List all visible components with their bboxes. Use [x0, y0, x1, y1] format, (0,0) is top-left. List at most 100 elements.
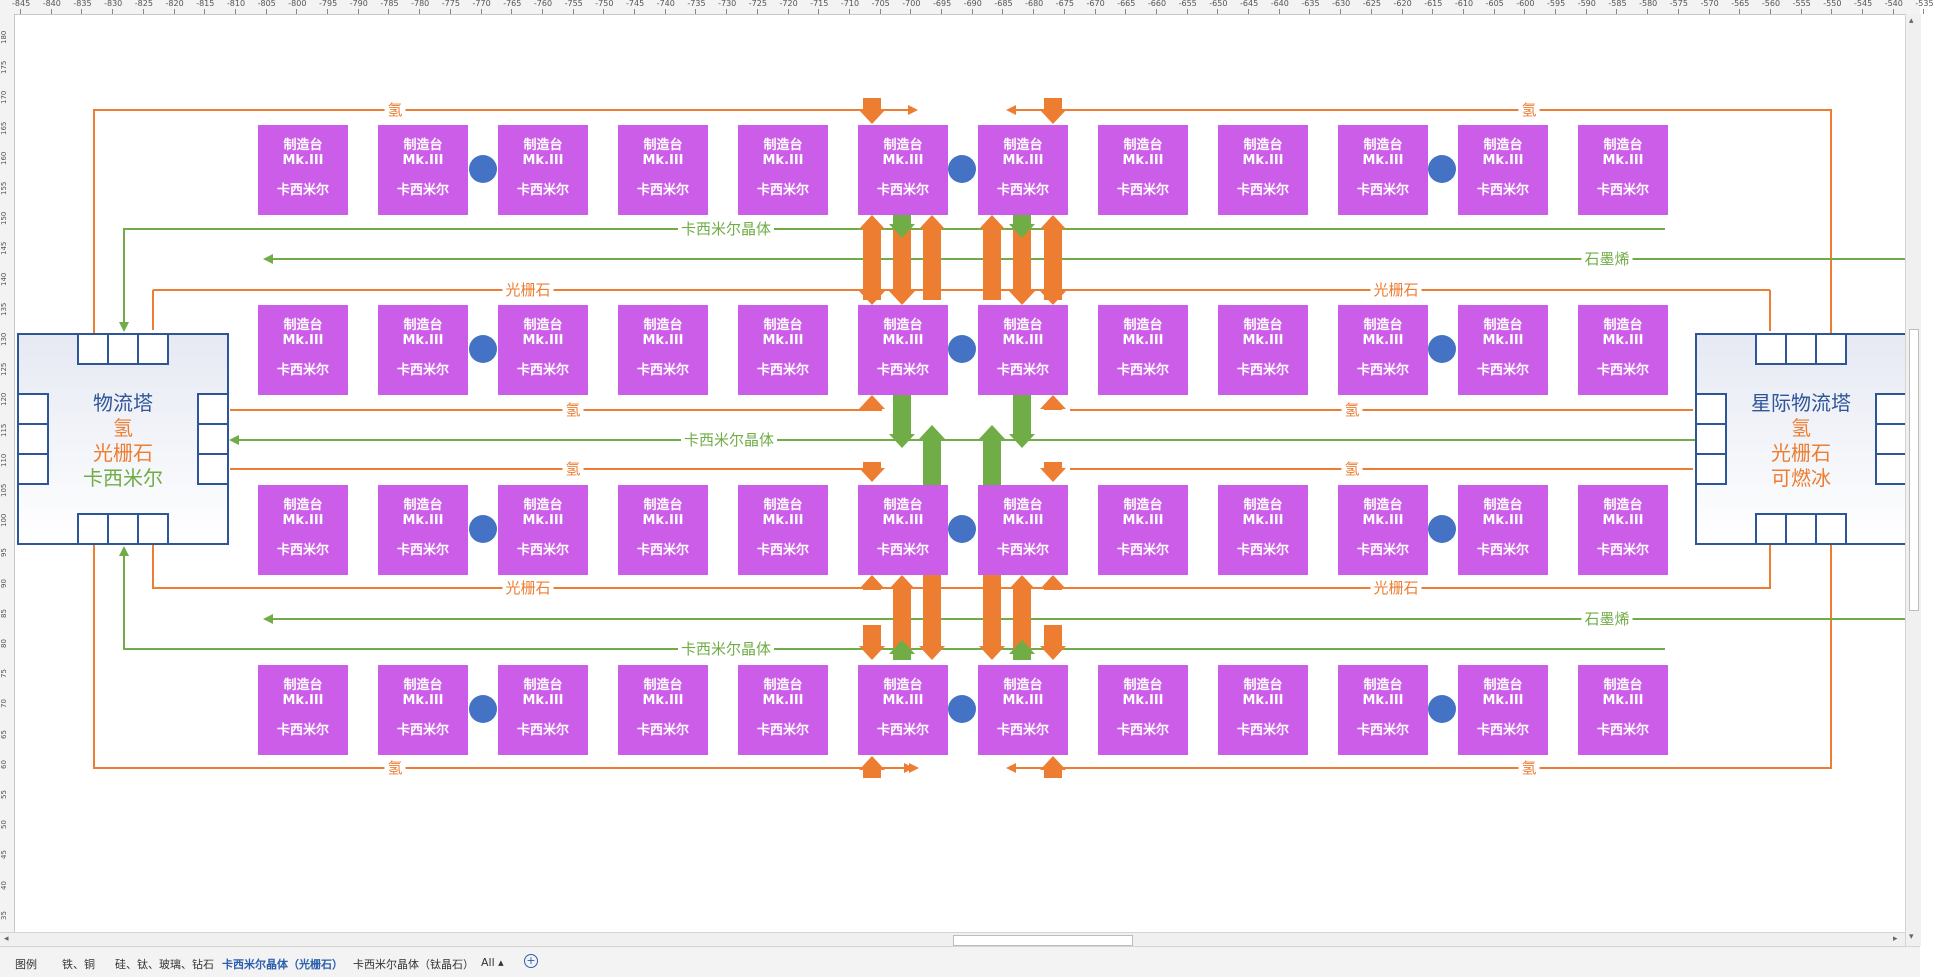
top-ruler-label: -605: [1485, 0, 1504, 8]
label-graphene-top: 石墨烯: [1584, 250, 1629, 268]
machine-tier: Mk.III: [1482, 153, 1523, 168]
top-ruler-label: -570: [1700, 0, 1719, 8]
machine-tier: Mk.III: [1482, 513, 1523, 528]
left-ruler-label: 145: [0, 242, 8, 256]
tab-iron-copper[interactable]: 铁、铜: [62, 958, 95, 971]
grating-up-a: [859, 215, 885, 300]
top-ruler-label: -760: [533, 0, 553, 8]
machine-tier: Mk.III: [522, 693, 563, 708]
top-ruler-label: -720: [779, 0, 798, 8]
tab-legend[interactable]: 图例: [15, 958, 37, 971]
machine-tier: Mk.III: [762, 333, 803, 348]
casimir-up-mid-a: [919, 425, 945, 485]
tab-all[interactable]: All ▴: [481, 956, 504, 969]
tab-casimir-titanium[interactable]: 卡西米尔晶体（钛晶石）: [353, 958, 474, 971]
tower-port-right: [1875, 393, 1907, 425]
top-ruler-tick: [634, 9, 635, 14]
top-ruler-tick: [787, 9, 789, 14]
machine-recipe: 卡西米尔: [277, 362, 329, 378]
vertical-scroll-thumb[interactable]: [1909, 329, 1919, 611]
green-down-b: [1009, 215, 1035, 238]
scroll-left-icon[interactable]: ◂: [4, 934, 9, 944]
scroll-down-icon[interactable]: ▾: [1909, 932, 1914, 942]
top-ruler-tick: [818, 9, 820, 14]
tower-port-bottom: [137, 513, 169, 545]
top-ruler-label: -790: [349, 0, 368, 8]
top-ruler-tick: [1616, 9, 1618, 14]
top-ruler-tick: [1800, 9, 1802, 14]
add-sheet-icon[interactable]: +: [524, 954, 538, 968]
machine-name: 制造台: [403, 137, 442, 153]
tower-title: 物流塔: [93, 391, 153, 415]
top-ruler-label: -545: [1854, 0, 1873, 8]
horizontal-scroll-thumb[interactable]: [953, 935, 1133, 946]
top-ruler-label: -800: [288, 0, 307, 8]
tab-casimir-grating[interactable]: 卡西米尔晶体（光栅石）: [222, 958, 343, 971]
tab-silicon-titanium[interactable]: 硅、钛、玻璃、钻石: [115, 958, 214, 971]
top-ruler-tick: [357, 9, 359, 14]
machine-tier: Mk.III: [1122, 513, 1163, 528]
scroll-right-icon[interactable]: ▸: [1893, 934, 1898, 944]
scroll-up-icon[interactable]: ▴: [1909, 16, 1914, 26]
horizontal-scrollbar[interactable]: ◂ ▸: [0, 932, 1905, 947]
label-hydrogen-top-left-bg: [384, 101, 406, 119]
machine-recipe: 卡西米尔: [517, 722, 569, 738]
vertical-scrollbar[interactable]: ▴ ▾: [1905, 14, 1921, 946]
diagram-canvas[interactable]: 氢氢卡西米尔晶体石墨烯光栅石光栅石氢氢卡西米尔晶体氢氢光栅石光栅石石墨烯卡西米尔…: [15, 15, 1907, 932]
top-ruler-label: -750: [595, 0, 614, 8]
top-ruler-label: -555: [1792, 0, 1811, 8]
top-ruler-label: -845: [12, 0, 31, 8]
machine-box: [378, 125, 468, 215]
